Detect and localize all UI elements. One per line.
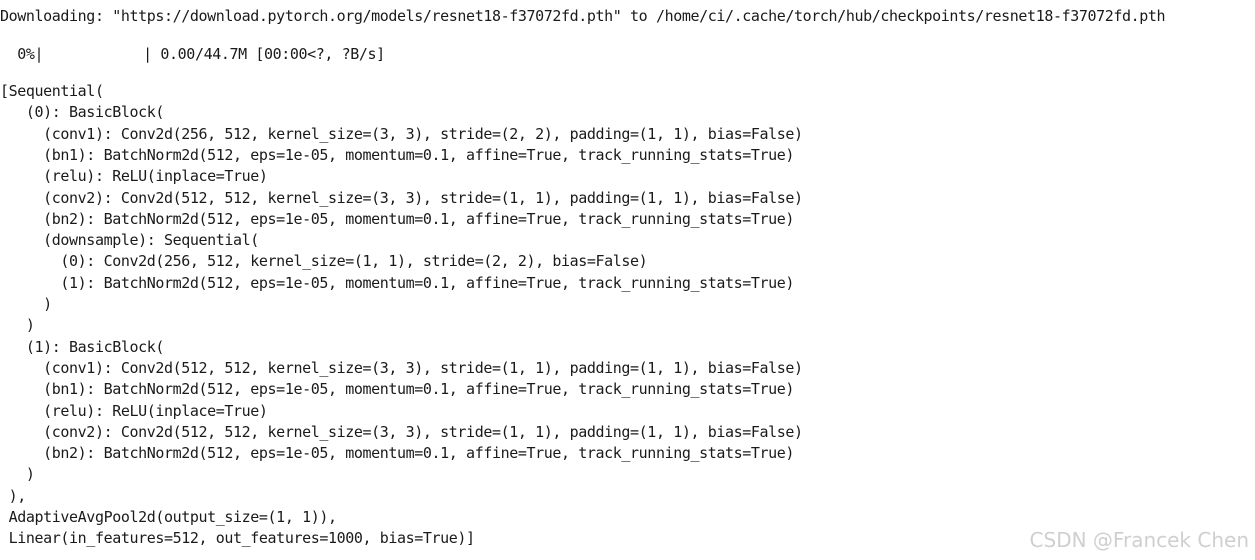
progress-bar [43, 48, 143, 62]
output-line: (conv1): Conv2d(256, 512, kernel_size=(3… [0, 124, 803, 143]
output-line: (relu): ReLU(inplace=True) [0, 401, 268, 420]
output-line: (relu): ReLU(inplace=True) [0, 167, 268, 186]
output-line: AdaptiveAvgPool2d(output_size=(1, 1)), [0, 508, 337, 526]
output-line: ) [0, 465, 35, 484]
output-line: [Sequential( [0, 82, 104, 100]
output-line: (1): BasicBlock( [0, 337, 165, 356]
output-line: ), [0, 486, 27, 505]
download-progress: 0%| | 0.00/44.7M [00:00<?, ?B/s] [0, 43, 385, 65]
output-line: (downsample): Sequential( [0, 231, 259, 250]
output-line: (1): BatchNorm2d(512, eps=1e-05, momentu… [0, 273, 795, 292]
output-line: Linear(in_features=512, out_features=100… [0, 529, 475, 548]
progress-percent: 0%| [0, 45, 44, 63]
output-line: (bn1): BatchNorm2d(512, eps=1e-05, momen… [0, 380, 795, 399]
watermark: CSDN @Francek Chen [1029, 528, 1249, 552]
output-line: ) [0, 295, 52, 313]
output-line: (0): BasicBlock( [0, 103, 165, 122]
output-line: (bn2): BatchNorm2d(512, eps=1e-05, momen… [0, 444, 795, 463]
download-line: Downloading: "https://download.pytorch.o… [0, 7, 1166, 25]
output-line: (conv1): Conv2d(512, 512, kernel_size=(3… [0, 358, 803, 377]
output-line: (conv2): Conv2d(512, 512, kernel_size=(3… [0, 188, 803, 207]
output-line: (bn2): BatchNorm2d(512, eps=1e-05, momen… [0, 209, 795, 228]
output-line: (bn1): BatchNorm2d(512, eps=1e-05, momen… [0, 145, 795, 164]
output-line: ) [0, 316, 35, 335]
output-line: (conv2): Conv2d(512, 512, kernel_size=(3… [0, 422, 803, 441]
progress-stats: | 0.00/44.7M [00:00<?, ?B/s] [143, 45, 385, 63]
output-line: (0): Conv2d(256, 512, kernel_size=(1, 1)… [0, 252, 648, 271]
